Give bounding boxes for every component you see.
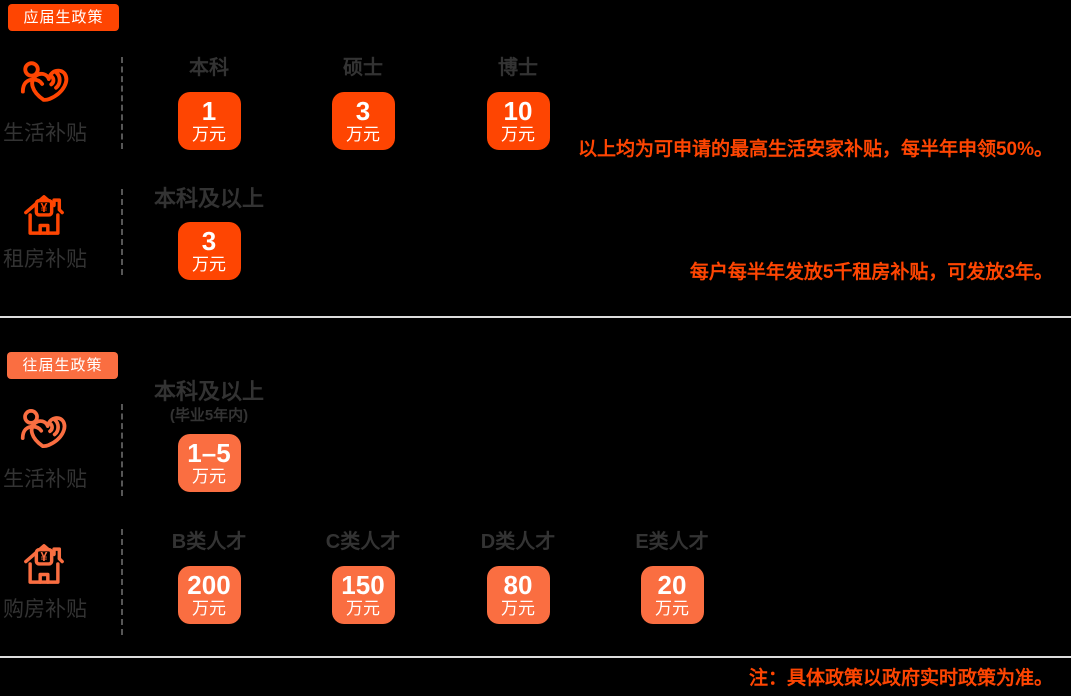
subsidy-column-bachelor-plus: 本科及以上 3 万元 bbox=[146, 186, 272, 280]
card-value: 20 bbox=[657, 570, 687, 600]
subsidy-card: 1 万元 bbox=[177, 92, 241, 150]
rent-subsidy-note: 每户每半年发放5千租房补贴，可发放3年。 bbox=[689, 262, 1053, 283]
subsidy-column-d-talent: D类人才 80 万元 bbox=[455, 530, 581, 624]
dashed-divider bbox=[121, 57, 123, 149]
card-unit: 万元 bbox=[346, 599, 380, 618]
living-subsidy-note: 以上均为可申请的最高生活安家补贴，每半年申领50%。 bbox=[577, 139, 1053, 160]
living-subsidy-label: 生活补贴 bbox=[3, 468, 87, 491]
subsidy-column-b-talent: B类人才 200 万元 bbox=[146, 530, 272, 624]
section-divider bbox=[0, 316, 1071, 318]
column-title: B类人才 bbox=[171, 531, 247, 553]
card-value: 1 bbox=[201, 96, 217, 126]
dashed-divider bbox=[121, 404, 123, 496]
column-subtitle: (毕业5年内) bbox=[169, 407, 249, 424]
column-title: 博士 bbox=[498, 57, 538, 79]
subsidy-card: 1–5 万元 bbox=[177, 434, 241, 492]
card-unit: 万元 bbox=[192, 125, 226, 144]
subsidy-column-bachelor-plus: 本科及以上 (毕业5年内) 1–5 万元 bbox=[146, 379, 272, 492]
footer-divider bbox=[0, 656, 1071, 658]
card-unit: 万元 bbox=[192, 599, 226, 618]
subsidy-card: 150 万元 bbox=[331, 566, 395, 624]
subsidy-card: 80 万元 bbox=[486, 566, 550, 624]
purchase-subsidy-label: 购房补贴 bbox=[3, 598, 87, 621]
people-heart-icon bbox=[20, 61, 69, 102]
column-title: 本科及以上 bbox=[153, 379, 264, 404]
column-title: 硕士 bbox=[343, 57, 383, 79]
card-unit: 万元 bbox=[501, 599, 535, 618]
subsidy-card: 10 万元 bbox=[486, 92, 550, 150]
card-value: 3 bbox=[355, 96, 371, 126]
rent-subsidy-label: 租房补贴 bbox=[3, 248, 87, 271]
card-value: 3 bbox=[201, 226, 217, 256]
house-yuan-icon: ¥ bbox=[24, 195, 64, 235]
fresh-policy-badge: 应届生政策 bbox=[8, 4, 119, 31]
subsidy-column-c-talent: C类人才 150 万元 bbox=[300, 530, 426, 624]
living-subsidy-label: 生活补贴 bbox=[3, 122, 87, 145]
alumni-policy-badge: 往届生政策 bbox=[7, 352, 118, 379]
card-value: 150 bbox=[341, 570, 385, 600]
footer-note: 注：具体政策以政府实时政策为准。 bbox=[748, 668, 1053, 689]
subsidy-card: 3 万元 bbox=[177, 222, 241, 280]
svg-text:¥: ¥ bbox=[41, 201, 48, 215]
subsidy-column-master: 硕士 3 万元 bbox=[300, 56, 426, 150]
dashed-divider bbox=[121, 189, 123, 275]
column-title: E类人才 bbox=[635, 531, 709, 553]
subsidy-card: 20 万元 bbox=[640, 566, 704, 624]
house-yuan-icon: ¥ bbox=[24, 544, 64, 584]
card-unit: 万元 bbox=[192, 467, 226, 486]
dashed-divider bbox=[121, 529, 123, 635]
subsidy-column-phd: 博士 10 万元 bbox=[455, 56, 581, 150]
subsidy-column-e-talent: E类人才 20 万元 bbox=[609, 530, 735, 624]
card-value: 10 bbox=[503, 96, 533, 126]
card-value: 200 bbox=[187, 570, 231, 600]
card-unit: 万元 bbox=[501, 125, 535, 144]
card-value: 80 bbox=[503, 570, 533, 600]
subsidy-card: 3 万元 bbox=[331, 92, 395, 150]
card-value: 1–5 bbox=[187, 438, 231, 468]
subsidy-card: 200 万元 bbox=[177, 566, 241, 624]
card-unit: 万元 bbox=[192, 255, 226, 274]
column-title: D类人才 bbox=[480, 531, 556, 553]
column-title: C类人才 bbox=[325, 531, 401, 553]
card-unit: 万元 bbox=[655, 599, 689, 618]
card-unit: 万元 bbox=[346, 125, 380, 144]
subsidy-column-bachelor: 本科 1 万元 bbox=[146, 56, 272, 150]
svg-text:¥: ¥ bbox=[41, 550, 48, 564]
column-title: 本科及以上 bbox=[153, 186, 264, 211]
column-title: 本科 bbox=[189, 57, 229, 79]
people-heart-icon bbox=[20, 409, 67, 448]
